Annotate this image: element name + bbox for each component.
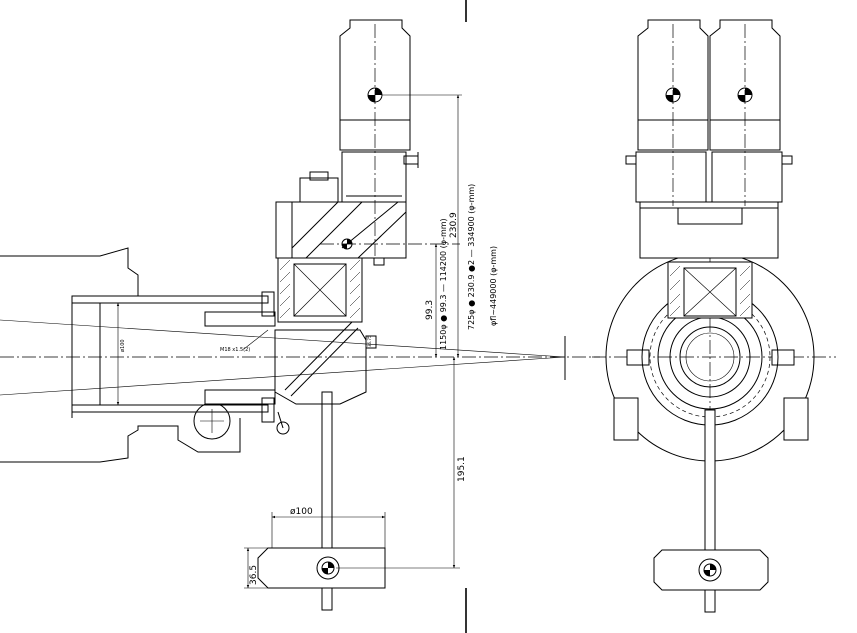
front-cube-cross-b: [683, 267, 737, 317]
clamp-screw-lower: [261, 397, 275, 423]
dim-label-99-3: 99.3: [425, 300, 435, 320]
dim-label-100: ø100: [290, 507, 313, 517]
front-upper-box: [639, 201, 779, 259]
side-stub-left: [626, 349, 650, 366]
clamp-upper: [204, 311, 276, 327]
formula-note-1: 1150φ ● 99.3 — 114200 (φ-mm): [439, 218, 448, 350]
beam-splitter-cube: [293, 263, 347, 317]
cube-hatching: [279, 259, 361, 319]
thread-note-leader: [243, 329, 269, 350]
lock-screw-stem: [277, 411, 284, 429]
drawtube-lower-flange: [71, 404, 269, 413]
front-sensor-ring: [698, 558, 722, 582]
rod-collar: [321, 391, 333, 405]
side-block-left: [613, 397, 639, 441]
diagonal-housing: [274, 329, 367, 405]
tube-body-upper: [0, 247, 262, 297]
front-knob-right: [781, 155, 793, 165]
front-camera-adapter-right: [711, 151, 783, 203]
upper-diagonal-mirrors: [291, 201, 407, 259]
lock-screw: [276, 421, 290, 435]
front-knob-left: [625, 155, 637, 165]
thread-note: M18 x1.5(2): [220, 347, 250, 353]
tube-body-lower: [0, 418, 241, 463]
housing-tab: [365, 335, 377, 349]
front-rod: [704, 409, 716, 613]
dim-label-36-5: 36.5: [249, 565, 259, 585]
camera-adapter: [341, 151, 407, 203]
front-camera-adapter-left: [635, 151, 707, 203]
housing-tab-dim: 36.75: [367, 335, 372, 347]
front-sensor-mark-fill: [704, 564, 716, 576]
side-block-right: [783, 397, 809, 441]
lens-cell-inner: [679, 326, 741, 388]
light-ray-upper: [0, 319, 566, 358]
light-ray-lower: [0, 356, 566, 396]
formula-note-3: φfl~449000 (φ-mm): [489, 246, 498, 326]
front-upper-box-slot: [677, 207, 743, 225]
cube-cross-b: [293, 263, 347, 317]
diagonal-mirror: [284, 321, 353, 391]
diagonal-mirror-back: [290, 327, 359, 397]
formula-note-2: 725φ ● 230.9 ●2 — 334900 (φ-mm): [467, 184, 476, 330]
front-view: [592, 19, 836, 613]
lens-aperture: [685, 332, 735, 382]
side-view: ø100 M18 x1.5(2) 36.75: [0, 19, 600, 611]
front-cube-hatching: [669, 265, 751, 317]
dim-label-230-9: 230.9: [449, 212, 459, 238]
sensor-center-fill: [322, 562, 334, 574]
front-camera-mark-right-fill: [738, 88, 752, 102]
dim-label-195-1: 195.1: [457, 456, 467, 482]
side-stub-right: [771, 349, 795, 366]
clamp-lower: [204, 389, 276, 405]
bracket: [299, 177, 339, 203]
bracket-screw: [309, 171, 329, 181]
front-cube-housing: [667, 261, 753, 319]
inner-dim-label: ø100: [120, 339, 126, 352]
front-camera-mark-left-fill: [666, 88, 680, 102]
drawtube-upper-flange: [71, 295, 269, 304]
front-cube: [683, 267, 737, 317]
clamp-screw-upper: [261, 291, 275, 317]
upper-box-foot: [373, 257, 385, 266]
